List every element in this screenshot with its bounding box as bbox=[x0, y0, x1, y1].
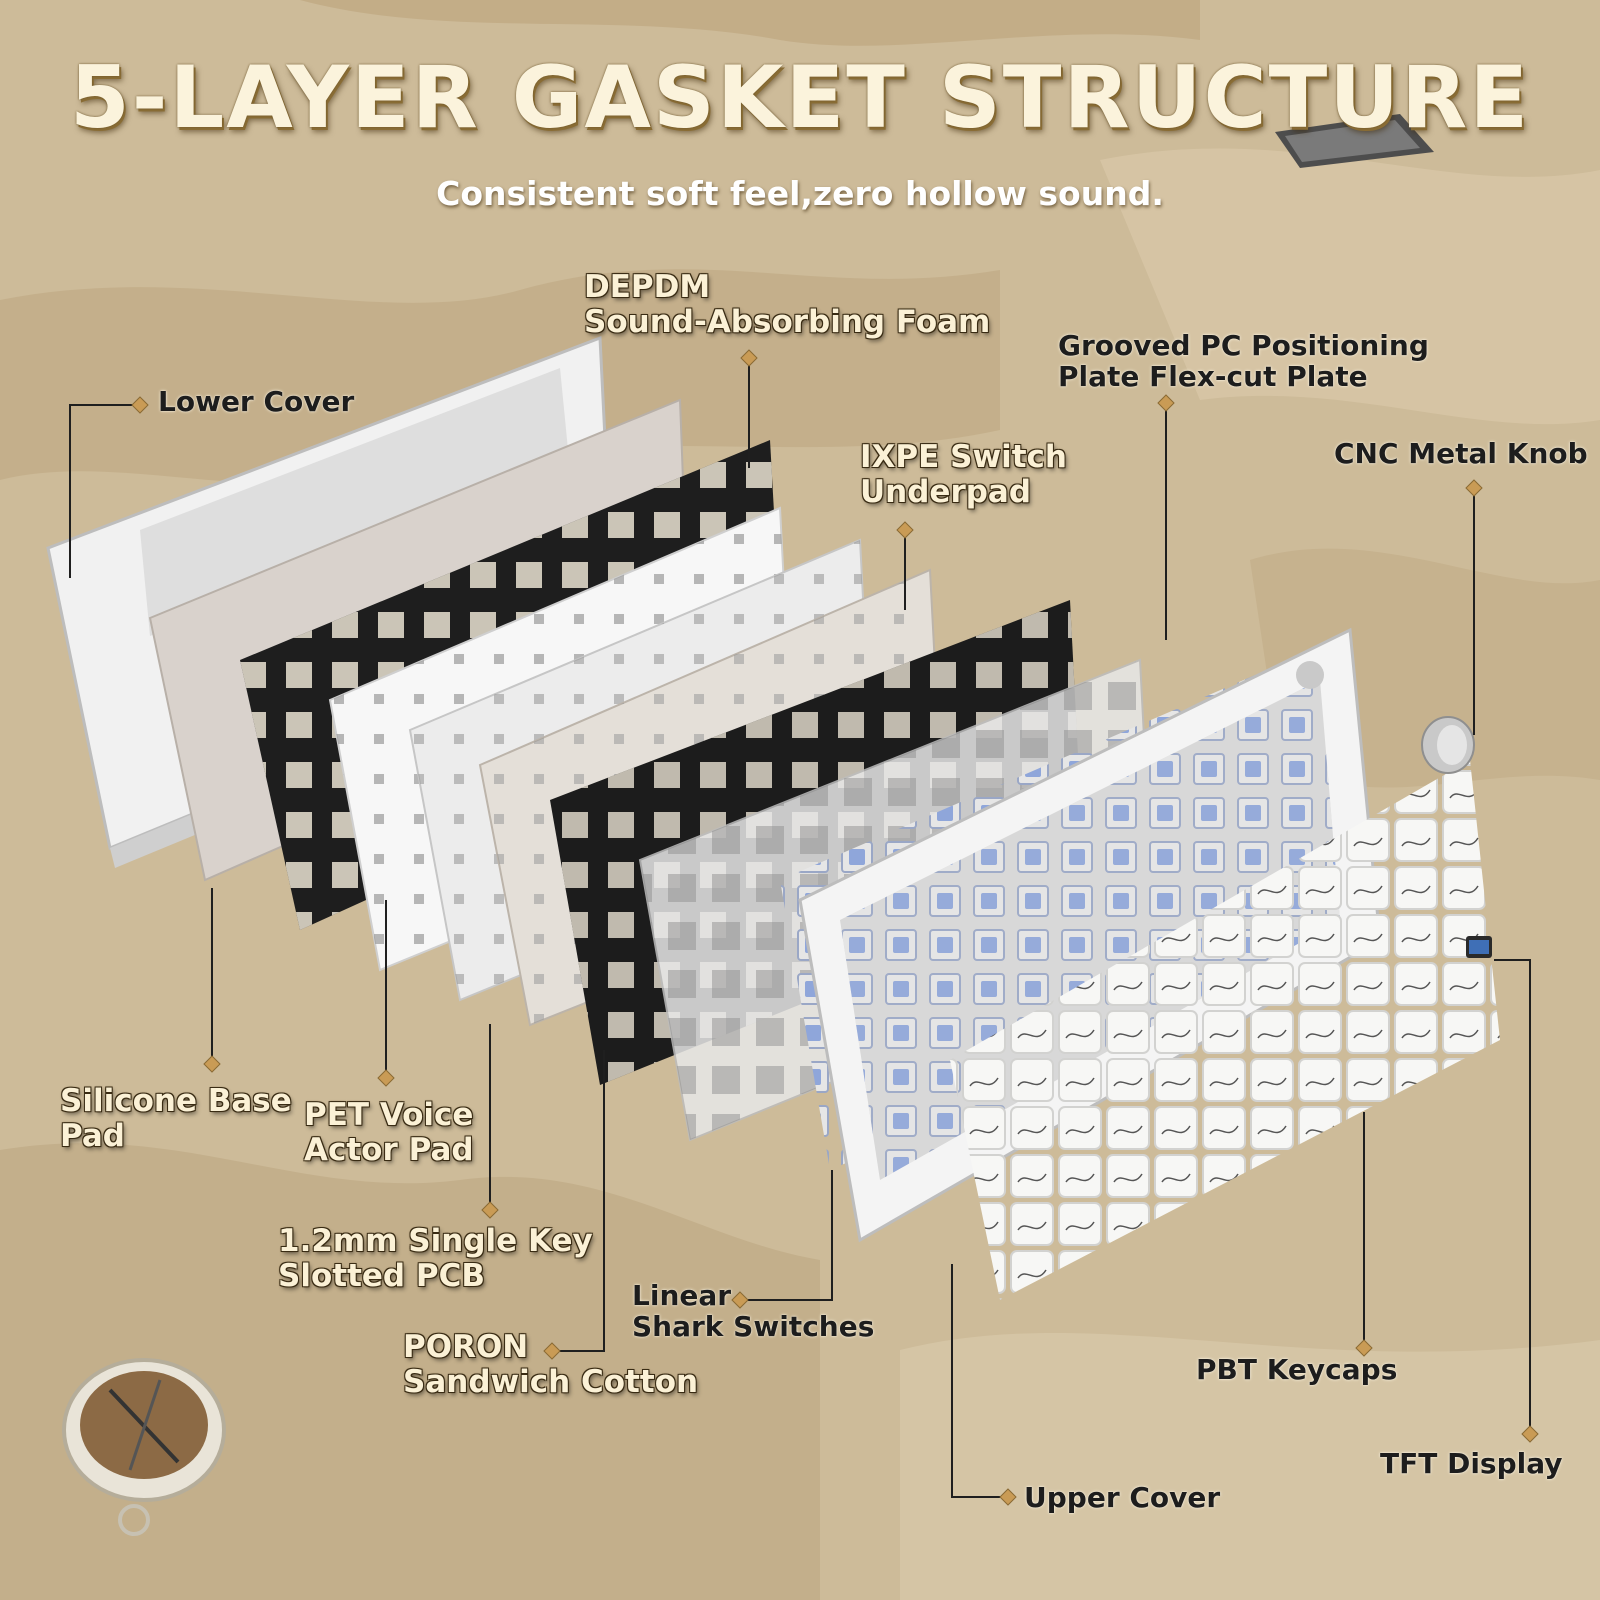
keycaps-shape bbox=[950, 760, 1500, 1300]
keyboard-thumbnail bbox=[1275, 114, 1434, 168]
label-grooved-pc-plate: Grooved PC Positioning Plate Flex-cut Pl… bbox=[1058, 329, 1429, 394]
label-linear-switches: Linear Shark Switches bbox=[632, 1279, 875, 1344]
metal-knob-shape bbox=[1421, 716, 1475, 774]
diamond-markers bbox=[131, 349, 1539, 1506]
label-pbt-keycaps: PBT Keycaps bbox=[1196, 1353, 1398, 1386]
label-pet-pad: PET Voice Actor Pad bbox=[304, 1097, 474, 1168]
label-pcb: 1.2mm Single Key Slotted PCB bbox=[278, 1223, 593, 1294]
label-tft-display: TFT Display bbox=[1380, 1447, 1563, 1480]
label-lower-cover: Lower Cover bbox=[158, 385, 355, 418]
label-silicone-base-pad: Silicone Base Pad bbox=[60, 1083, 292, 1154]
label-upper-cover: Upper Cover bbox=[1024, 1481, 1221, 1514]
label-poron-cotton: PORON Sandwich Cotton bbox=[403, 1329, 699, 1400]
leader-lines bbox=[69, 358, 1531, 1498]
compass-decoration bbox=[62, 1358, 226, 1536]
page-subtitle: Consistent soft feel,zero hollow sound. bbox=[436, 174, 1164, 213]
label-depdm-foam: DEPDM Sound-Absorbing Foam bbox=[584, 269, 991, 340]
page-title: 5-LAYER GASKET STRUCTURE bbox=[69, 48, 1531, 148]
label-ixpe-underpad: IXPE Switch Underpad bbox=[860, 439, 1067, 510]
label-cnc-knob: CNC Metal Knob bbox=[1334, 437, 1588, 470]
tft-display-shape bbox=[1466, 936, 1492, 958]
